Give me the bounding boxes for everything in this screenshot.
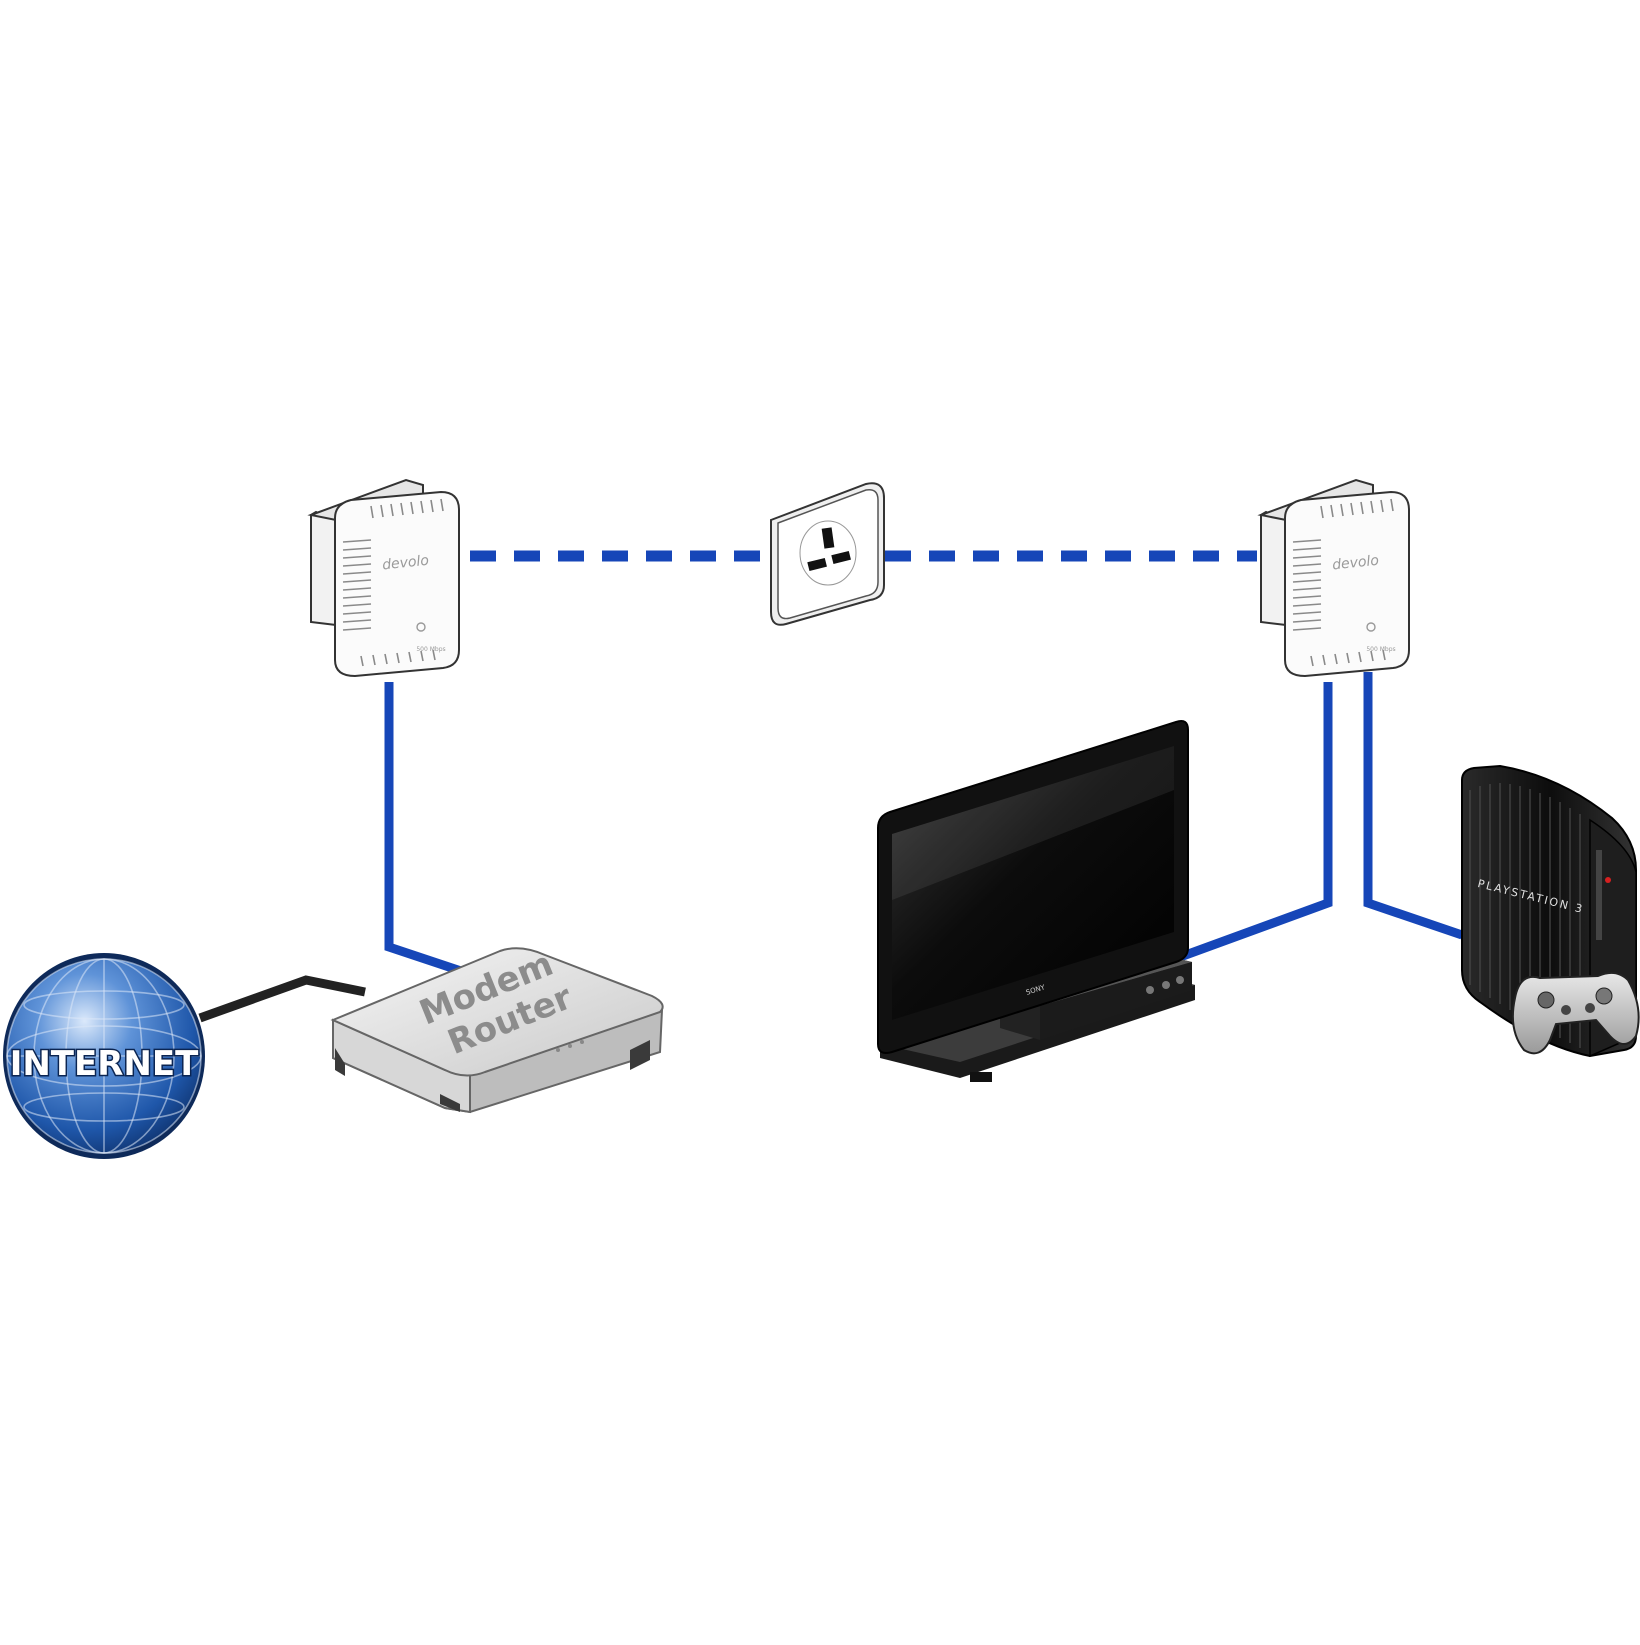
router-icon: Modem Router — [330, 944, 664, 1114]
adapter-brand-label: devolo — [1331, 553, 1379, 574]
globe-icon: INTERNET — [3, 953, 205, 1159]
powerline-adapter-icon: devolo 500 Mbps — [1257, 478, 1410, 678]
powerline-adapter-icon: devolo 500 Mbps — [307, 478, 460, 678]
internet-label: INTERNET — [10, 1044, 199, 1084]
adapter-speed-label: 500 Mbps — [416, 646, 445, 653]
tv-icon: SONY — [877, 720, 1195, 1082]
link-adapter2-tv — [1148, 682, 1333, 973]
adapter-brand-label: devolo — [381, 553, 429, 574]
link-adapter1-router — [384, 682, 466, 977]
wall-socket-icon — [770, 482, 885, 626]
link-adapter2-console — [1363, 672, 1464, 940]
link-globe-router — [198, 975, 366, 1023]
adapter-speed-label: 500 Mbps — [1366, 646, 1395, 653]
gamepad-icon — [1511, 971, 1640, 1055]
